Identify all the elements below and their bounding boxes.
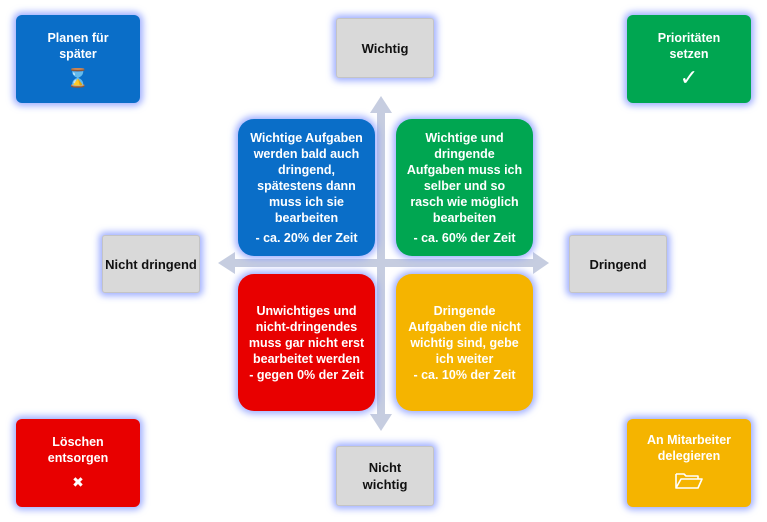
axis-label-not-important: Nicht wichtig [336,446,434,506]
axis-label-important: Wichtig [336,18,434,78]
quadrant-important-urgent-text: Wichtige und dringende Aufgaben muss ich… [406,130,523,225]
hourglass-icon: ⌛ [66,68,90,88]
quadrant-not-important-urgent: Dringende Aufgaben die nicht wichtig sin… [396,274,533,411]
down-arrowhead [370,414,392,431]
quadrant-not-important-urgent-text: Dringende Aufgaben die nicht wichtig sin… [408,303,521,366]
corner-delete-text: Löschen entsorgen [47,435,109,465]
quadrant-not-important-not-urgent-share: - gegen 0% der Zeit [249,367,364,382]
corner-delete: Löschen entsorgen ✖ [16,419,140,507]
quadrant-important-not-urgent-text: Wichtige Aufgaben werden bald auch dring… [250,130,363,225]
axis-label-not-urgent-text: Nicht dringend [105,256,197,272]
axis-label-not-urgent: Nicht dringend [102,235,200,293]
quadrant-not-important-urgent-share: - ca. 10% der Zeit [413,367,516,382]
corner-set-priorities: Prioritäten setzen ✓ [627,15,751,103]
axis-label-urgent-text: Dringend [589,256,647,272]
corner-delegate-text: An Mitarbeiter delegieren [646,433,732,463]
corner-plan-later-text: Planen für später [47,31,109,61]
folder-icon [674,470,704,494]
axis-label-not-important-text: Nicht wichtig [362,460,408,492]
corner-plan-later: Planen für später ⌛ [16,15,140,103]
quadrant-not-important-not-urgent-text: Unwichtiges und nicht-dringendes muss ga… [248,303,365,366]
quadrant-important-not-urgent-share: - ca. 20% der Zeit [255,230,358,245]
horizontal-axis [234,259,534,267]
axis-label-important-text: Wichtig [361,40,409,56]
axis-label-urgent: Dringend [569,235,667,293]
corner-delegate: An Mitarbeiter delegieren [627,419,751,507]
quadrant-important-urgent: Wichtige und dringende Aufgaben muss ich… [396,119,533,256]
corner-set-priorities-text: Prioritäten setzen [657,31,721,61]
left-arrowhead [218,252,235,274]
up-arrowhead [370,96,392,113]
quadrant-important-urgent-share: - ca. 60% der Zeit [413,230,516,245]
quadrant-not-important-not-urgent: Unwichtiges und nicht-dringendes muss ga… [238,274,375,411]
quadrant-important-not-urgent: Wichtige Aufgaben werden bald auch dring… [238,119,375,256]
right-arrowhead [533,252,549,274]
x-icon: ✖ [72,474,84,490]
checkmark-icon: ✓ [679,65,699,90]
